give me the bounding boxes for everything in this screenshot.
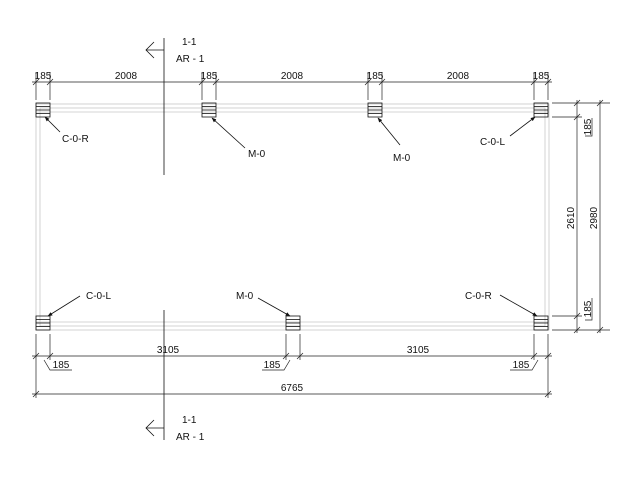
- column-tag-bottom-2: M-0: [236, 291, 254, 302]
- bottom-dim-total: 6765: [281, 383, 304, 394]
- column-tag-bottom-3: C-0-R: [465, 291, 492, 302]
- bottom-dimension-chains: [32, 334, 552, 398]
- right-dim-1: 185: [583, 118, 594, 135]
- column-tag-bottom-1: C-0-L: [86, 291, 111, 302]
- bottom-dim-2: 3105: [157, 345, 180, 356]
- bottom-dim-1: 185: [53, 360, 70, 371]
- column-top-1: [35, 102, 51, 118]
- right-dim-2: 2610: [566, 206, 577, 229]
- top-dim-5: 185: [367, 71, 384, 82]
- section-mark-top-sheet: AR - 1: [176, 54, 205, 65]
- section-mark-bottom-number: 1-1: [182, 415, 197, 426]
- column-tag-leaders: [44, 116, 538, 317]
- top-dim-1: 185: [35, 71, 52, 82]
- column-bottom-3: [533, 315, 549, 331]
- column-top-3: [367, 102, 383, 118]
- bottom-dim-4: 3105: [407, 345, 430, 356]
- column-tag-top-2: M-0: [248, 149, 266, 160]
- column-bottom-1: [35, 315, 51, 331]
- right-dim-3: 185: [583, 300, 594, 317]
- bottom-dim-3: 185: [264, 360, 281, 371]
- right-dimension-chains: [552, 99, 610, 334]
- top-dim-4: 2008: [281, 71, 304, 82]
- top-dim-7: 185: [533, 71, 550, 82]
- column-tag-top-3: M-0: [393, 153, 411, 164]
- column-tag-top-4: C-0-L: [480, 137, 505, 148]
- section-mark-bottom-sheet: AR - 1: [176, 432, 205, 443]
- column-top-4: [533, 102, 549, 118]
- column-top-2: [201, 102, 217, 118]
- column-tag-top-1: C-0-R: [62, 134, 89, 145]
- column-bottom-2: [285, 315, 301, 331]
- right-dim-total: 2980: [589, 206, 600, 229]
- top-dim-6: 2008: [447, 71, 470, 82]
- top-dimension-chain: [32, 72, 552, 100]
- bottom-dim-5: 185: [513, 360, 530, 371]
- top-dim-3: 185: [201, 71, 218, 82]
- section-mark-top-number: 1-1: [182, 37, 197, 48]
- top-dim-2: 2008: [115, 71, 138, 82]
- section-cut-line: [145, 38, 165, 440]
